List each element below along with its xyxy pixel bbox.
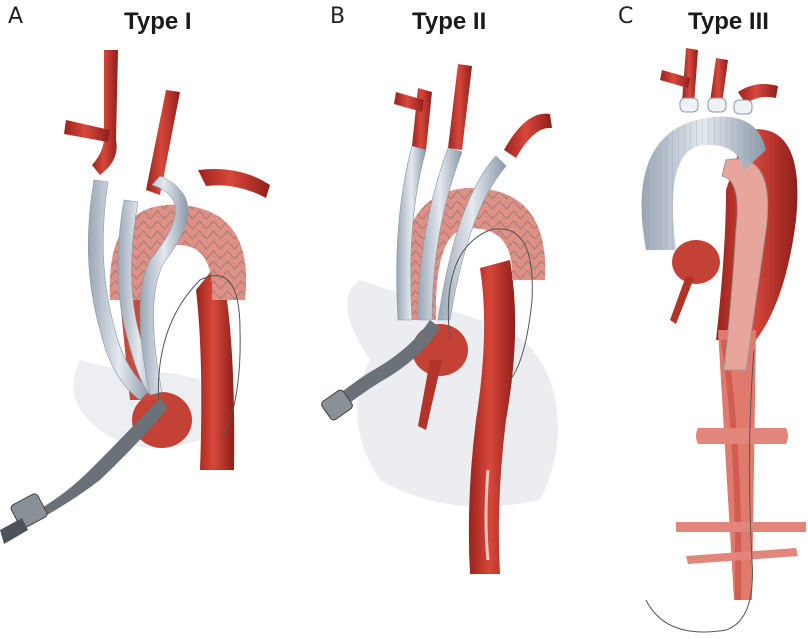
catheter-hub [321, 389, 353, 421]
aortic-root [132, 392, 192, 448]
elephant-trunk-stent [721, 158, 769, 371]
type-3-illustration [641, 48, 806, 633]
delivery-catheter [10, 398, 168, 534]
guidewire [645, 349, 755, 633]
panel-letter-c: C [618, 4, 634, 29]
delivery-catheter [330, 320, 440, 412]
bypass-graft-3 [437, 155, 507, 321]
brachiocephalic-artery [92, 50, 118, 175]
panel-letter-a: A [8, 4, 24, 29]
brachiocephalic-artery [682, 48, 698, 104]
panel-letter-b: B [330, 4, 346, 29]
visceral-branch-1 [676, 522, 806, 532]
type-1-illustration [0, 50, 270, 544]
panel-title-type-3: Type III [688, 8, 769, 35]
panel-type-3: C Type III [606, 0, 808, 639]
type-2-illustration [321, 64, 558, 574]
panel-type-1: A Type I [0, 0, 290, 639]
guidewire [157, 275, 241, 441]
brachiocephalic-artery [412, 88, 432, 150]
aortic-root [672, 240, 720, 284]
panel-type-2: B Type II [300, 0, 600, 639]
subclavian-artery [198, 169, 270, 198]
bypass-graft-1 [87, 179, 151, 401]
bypass-graft-3 [139, 175, 189, 396]
carotid-artery [710, 58, 728, 104]
subclavian-artery [738, 84, 778, 104]
descending-aorta [196, 260, 235, 470]
descending-aorta [468, 260, 516, 574]
graft-cuff-2 [707, 97, 727, 113]
bypass-graft-2 [417, 147, 463, 321]
heart-outline [347, 280, 558, 507]
panel-title-type-1: Type I [124, 8, 192, 35]
graft-cuff-3 [733, 99, 753, 115]
subclavian-artery [504, 113, 552, 158]
panel-title-type-2: Type II [412, 8, 487, 35]
intercostal-branch [696, 428, 788, 444]
carotid-artery [448, 64, 472, 150]
bypass-graft-1 [396, 145, 427, 321]
guidewire [447, 228, 533, 381]
graft-cuff-1 [679, 97, 699, 113]
carotid-artery [146, 90, 180, 195]
visceral-branch-2 [686, 548, 798, 564]
